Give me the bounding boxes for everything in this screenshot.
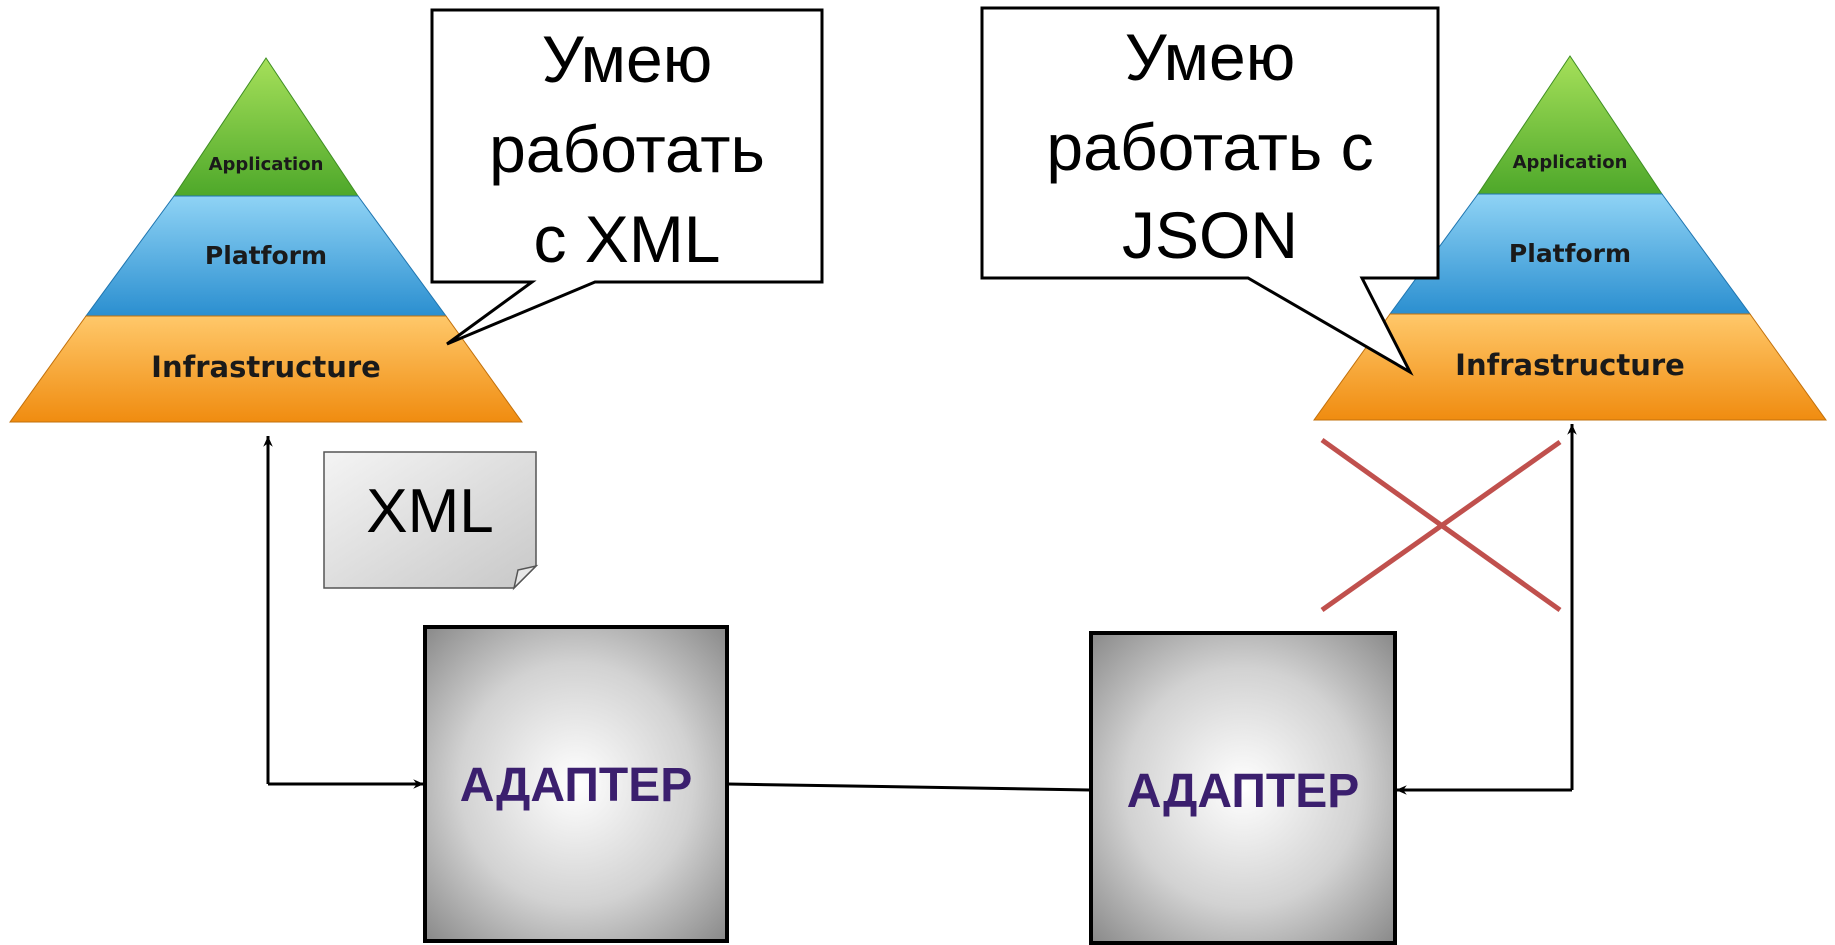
- xml-document-folded-corner: [512, 564, 539, 591]
- left-pyramid: Application Platform Infrastructure: [9, 57, 523, 423]
- right-pyramid: Application Platform Infrastructure: [1313, 55, 1827, 421]
- xml-document-label: XML: [366, 477, 493, 546]
- left-pyramid-infrastructure-label: Infrastructure: [151, 350, 381, 384]
- right-pyramid-application-label: Application: [1513, 152, 1628, 173]
- right-adapter-box: [1089, 631, 1397, 945]
- right-bubble-line-3: JSON: [1122, 198, 1298, 272]
- left-pyramid-application-label: Application: [209, 154, 324, 175]
- connectors: [263, 424, 1577, 795]
- blocked-cross-mark: [1320, 437, 1562, 613]
- right-bubble-line-2: работать с: [1046, 110, 1373, 184]
- left-adapter: АДАПТЕР: [423, 625, 729, 943]
- left-pyramid-infrastructure-layer: [9, 315, 523, 423]
- right-pyramid-platform-label: Platform: [1509, 239, 1631, 268]
- adapter-link-line: [727, 782, 1091, 792]
- left-bubble-shape: [430, 8, 824, 346]
- right-bubble-shape: [980, 6, 1440, 376]
- right-pyramid-infrastructure-label: Infrastructure: [1455, 348, 1685, 382]
- right-adapter: АДАПТЕР: [1089, 631, 1397, 945]
- cross-line-2: [1320, 439, 1562, 613]
- xml-document: XML: [323, 451, 539, 591]
- left-adapter-box: [423, 625, 729, 943]
- left-bubble-line-2: работать: [489, 112, 765, 186]
- left-pyramid-application-layer: [173, 57, 359, 197]
- left-bubble-line-3: с XML: [533, 202, 720, 276]
- right-pyramid-application-layer: [1477, 55, 1663, 195]
- left-pyramid-platform-label: Platform: [205, 241, 327, 270]
- left-bubble-line-1: Умею: [542, 22, 713, 96]
- left-speech-bubble: Умею работать с XML: [430, 8, 824, 346]
- right-speech-bubble: Умею работать с JSON: [980, 6, 1440, 376]
- right-pyramid-infrastructure-layer: [1313, 313, 1827, 421]
- right-bubble-line-1: Умею: [1125, 20, 1296, 94]
- right-adapter-label: АДАПТЕР: [1127, 765, 1360, 818]
- left-adapter-label: АДАПТЕР: [460, 759, 693, 812]
